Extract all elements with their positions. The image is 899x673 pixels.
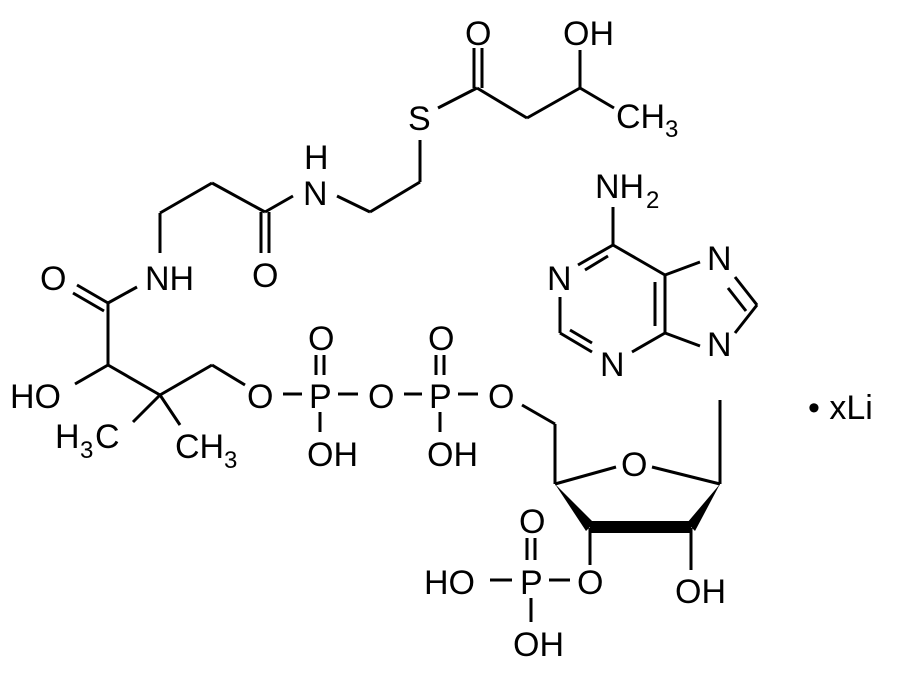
bonds bbox=[72, 48, 759, 622]
phosphorus-2: P bbox=[429, 378, 452, 416]
phosphate-oh-1: OH bbox=[307, 436, 358, 474]
amine-h: H bbox=[304, 139, 329, 177]
methyl-left-sub: 3 bbox=[80, 437, 93, 464]
adenine-n3: N bbox=[600, 346, 625, 384]
hydroxyl-pantoate: HO bbox=[10, 378, 61, 416]
adenine-n9: N bbox=[707, 326, 732, 364]
adenine-n7: N bbox=[707, 240, 732, 278]
methyl-right-sub: 3 bbox=[224, 447, 237, 474]
phosphoryl-oxygen-3: O bbox=[519, 503, 545, 541]
methyl-left-c: C bbox=[95, 418, 120, 456]
methyl-left-h: H bbox=[55, 418, 80, 456]
methyl-right: CH bbox=[175, 428, 224, 466]
thioester-oxygen: O bbox=[465, 15, 491, 53]
phosphoryl-oxygen-1: O bbox=[308, 320, 334, 358]
phosphoryl-oxygen-2: O bbox=[428, 320, 454, 358]
methyl-top-sub: 3 bbox=[665, 116, 678, 143]
amide-oxygen-left: O bbox=[40, 260, 66, 298]
amino-group: NH bbox=[595, 168, 644, 206]
atom-labels: O OH CH 3 S H N O NH O HO H 3 C CH 3 O P… bbox=[10, 15, 873, 664]
phosphate-oh-2: OH bbox=[427, 436, 478, 474]
phosphorus-1: P bbox=[309, 378, 332, 416]
ester-oxygen-2: O bbox=[488, 378, 514, 416]
amine-n: N bbox=[303, 175, 328, 213]
amide-oxygen-mid: O bbox=[252, 257, 278, 295]
sulfur: S bbox=[408, 100, 431, 138]
hydroxyl-top: OH bbox=[563, 15, 614, 53]
ester-oxygen-1: O bbox=[247, 378, 273, 416]
phosphate-oh-3: OH bbox=[513, 626, 564, 664]
ribose-2-hydroxyl: OH bbox=[675, 573, 726, 611]
phosphorus-3: P bbox=[520, 564, 543, 602]
stereo-wedges bbox=[555, 484, 720, 533]
amino-group-sub: 2 bbox=[646, 187, 659, 214]
adenine-n1: N bbox=[547, 260, 572, 298]
ribose-3-oxygen: O bbox=[577, 564, 603, 602]
ribose-ring-oxygen: O bbox=[621, 446, 647, 484]
phosphate-ho-3: HO bbox=[424, 564, 475, 602]
methyl-top: CH bbox=[616, 98, 665, 136]
amine-nh-left: NH bbox=[145, 260, 194, 298]
bridge-oxygen: O bbox=[368, 378, 394, 416]
lithium-salt-label: • xLi bbox=[808, 389, 873, 427]
